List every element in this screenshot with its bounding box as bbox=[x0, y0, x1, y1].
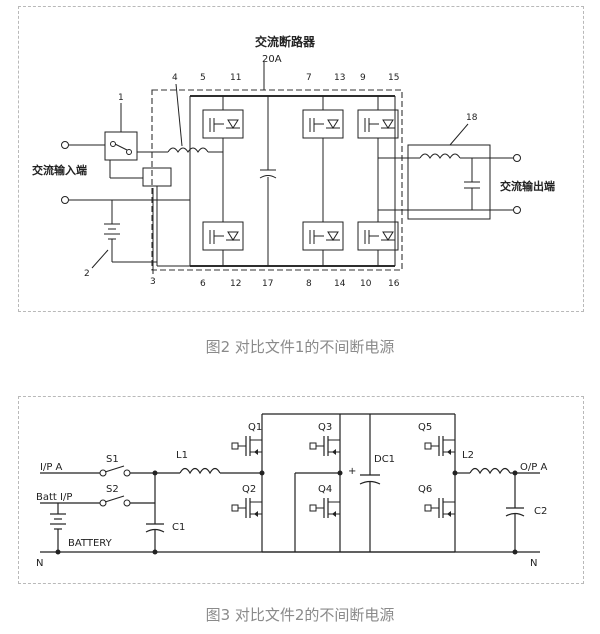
q3-label: Q3 bbox=[318, 422, 332, 433]
inductor-4 bbox=[167, 147, 209, 153]
q5-label: Q5 bbox=[418, 422, 432, 433]
switch-8 bbox=[302, 221, 344, 251]
q6-label: Q6 bbox=[418, 484, 432, 495]
ac-output-label: 交流输出端 bbox=[500, 179, 555, 193]
s1-label: S1 bbox=[106, 454, 119, 465]
figure1-diagram: 交流断路器 20A bbox=[32, 34, 555, 289]
figure1-frame bbox=[18, 6, 584, 312]
ref-17: 17 bbox=[262, 279, 273, 289]
ref-14: 14 bbox=[334, 279, 346, 289]
q2-label: Q2 bbox=[242, 484, 256, 495]
ref-18: 18 bbox=[466, 113, 478, 123]
q4-label: Q4 bbox=[318, 484, 332, 495]
dc1-label: DC1 bbox=[374, 454, 395, 465]
dc1-plus-sign: + bbox=[348, 466, 356, 477]
c1-label: C1 bbox=[172, 522, 185, 533]
ac-input-terminal-bottom bbox=[61, 196, 69, 204]
op-a-label: O/P A bbox=[520, 462, 547, 473]
ref-16: 16 bbox=[388, 279, 400, 289]
q3-transistor bbox=[309, 436, 340, 456]
figure2-caption: 图3 对比文件2的不间断电源 bbox=[205, 606, 395, 624]
q4-transistor bbox=[309, 498, 340, 518]
breaker-label: 交流断路器 bbox=[255, 34, 316, 49]
ref-2: 2 bbox=[84, 269, 90, 279]
ac-input-terminal-top bbox=[61, 141, 69, 149]
ref-8: 8 bbox=[306, 279, 312, 289]
ref-7: 7 bbox=[306, 73, 312, 83]
batt-ip-label: Batt I/P bbox=[36, 492, 72, 503]
q2-transistor bbox=[231, 498, 262, 518]
q6-transistor bbox=[424, 498, 455, 518]
ref-6: 6 bbox=[200, 279, 206, 289]
ref-1: 1 bbox=[118, 93, 124, 103]
l2-label: L2 bbox=[462, 450, 474, 461]
control-box-3 bbox=[142, 167, 172, 187]
s2-label: S2 bbox=[106, 484, 119, 495]
figure2-frame bbox=[18, 396, 584, 584]
switch-5 bbox=[202, 109, 244, 139]
s1-switch bbox=[99, 469, 107, 477]
q5-transistor bbox=[424, 436, 455, 456]
ac-output-terminal-bottom bbox=[513, 206, 521, 214]
ref-4: 4 bbox=[172, 73, 178, 83]
input-switch-1 bbox=[104, 131, 138, 161]
output-filter-18 bbox=[407, 144, 491, 220]
ac-input-label: 交流输入端 bbox=[32, 163, 87, 177]
n-right-label: N bbox=[530, 558, 537, 569]
switch-10 bbox=[357, 221, 399, 251]
n-left-label: N bbox=[36, 558, 43, 569]
ref-5: 5 bbox=[200, 73, 206, 83]
ref-13: 13 bbox=[334, 73, 345, 83]
breaker-rating: 20A bbox=[262, 54, 282, 65]
q1-label: Q1 bbox=[248, 422, 262, 433]
ref-9: 9 bbox=[360, 73, 366, 83]
ref-15: 15 bbox=[388, 73, 399, 83]
switch-6 bbox=[202, 221, 244, 251]
ref-10: 10 bbox=[360, 279, 372, 289]
l2-inductor bbox=[469, 467, 511, 475]
switch-9 bbox=[357, 109, 399, 139]
ac-output-terminal-top bbox=[513, 154, 521, 162]
q1-transistor bbox=[231, 436, 262, 456]
breaker-enclosure bbox=[151, 89, 403, 271]
ref-3: 3 bbox=[150, 277, 156, 287]
ref-11: 11 bbox=[230, 73, 241, 83]
figure2-diagram: I/P A Batt I/P BATTERY N N O/P A S1 S2 L… bbox=[36, 413, 547, 569]
ip-a-label: I/P A bbox=[40, 462, 63, 473]
figure1-caption: 图2 对比文件1的不间断电源 bbox=[205, 338, 395, 356]
s2-switch bbox=[99, 499, 107, 507]
ref-12: 12 bbox=[230, 279, 241, 289]
switch-7 bbox=[302, 109, 344, 139]
l1-label: L1 bbox=[176, 450, 188, 461]
l1-inductor bbox=[179, 467, 221, 475]
battery-label: BATTERY bbox=[68, 538, 113, 549]
c2-label: C2 bbox=[534, 506, 547, 517]
